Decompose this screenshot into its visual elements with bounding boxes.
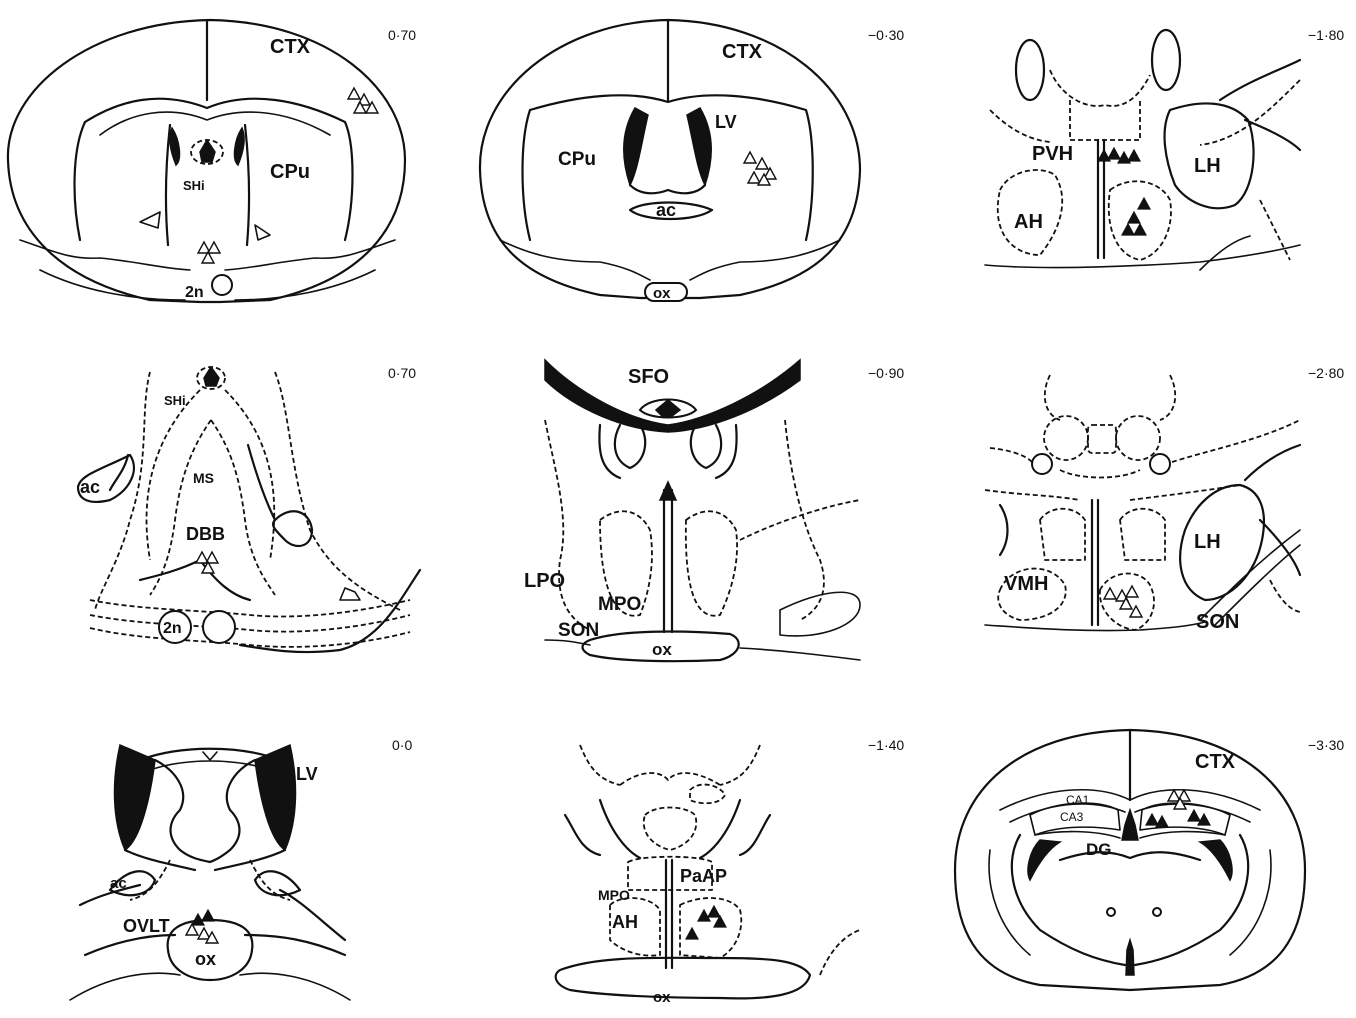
label-ox: ox [652,640,672,659]
label-ctx: CTX [722,41,763,63]
filled-triangles-pvh [1098,148,1140,163]
label-dg: DG [1086,840,1112,859]
label-ovlt: OVLT [123,916,170,936]
label-ca3: CA3 [1060,810,1084,824]
coordinate-label: 0·0 [392,737,412,753]
coordinate-label: −2·80 [1308,365,1344,381]
label-mpo: MPO [598,887,630,903]
open-triangles-ca1 [1168,790,1190,809]
label-ox: ox [653,285,671,302]
panel-minus-1-40-ah: PaAP MPO AH ox −1·40 [556,737,905,1006]
label-son: SON [558,620,599,641]
label-pvh: PVH [1032,143,1073,165]
label-shi: SHi [164,393,186,408]
open-triangles-cpu [744,152,776,185]
label-mpo: MPO [598,594,641,615]
panel-0-0-ovlt: LV ac OVLT ox 0·0 [70,737,412,1000]
label-ctx: CTX [1195,751,1236,773]
mixed-triangles-ovlt [186,910,218,943]
coordinate-label: −0·90 [868,365,904,381]
filled-triangles-lateral [1122,198,1150,235]
label-cpu: CPu [558,149,596,170]
panel-minus-3-30-hippocampus: CTX CA1 CA3 DG −3·30 [955,730,1344,990]
label-cpu: CPu [270,161,310,183]
panel-0-70-septum: SHi MS ac DBB 2n 0·70 [78,365,420,652]
open-triangles-dbb [196,552,218,573]
coordinate-label: −1·40 [868,737,904,753]
open-triangles-cortex [348,88,378,113]
label-sfo: SFO [628,366,669,388]
label-son: SON [1196,611,1239,633]
filled-triangles-hippocampus [1146,810,1210,827]
label-lh: LH [1194,531,1221,553]
label-ms: MS [193,470,214,486]
label-lpo: LPO [524,570,565,592]
label-ac: ac [656,200,676,220]
label-shi: SHi [183,178,205,193]
coordinate-label: −3·30 [1308,737,1344,753]
label-lh: LH [1194,155,1221,177]
coordinate-label: 0·70 [388,365,416,381]
label-ah: AH [612,912,638,932]
coordinate-label: −1·80 [1308,27,1344,43]
label-paap: PaAP [680,866,727,886]
label-ox: ox [653,989,671,1006]
label-ah: AH [1014,211,1043,233]
coordinate-label: 0·70 [388,27,416,43]
filled-triangles-ah [686,906,726,939]
label-lv: LV [296,764,318,784]
coordinate-label: −0·30 [868,27,904,43]
panel-minus-1-80-hypothalamus: PVH LH AH −1·80 [985,27,1344,270]
label-lv: LV [715,112,737,132]
label-dbb: DBB [186,524,225,544]
label-ox: ox [195,949,216,969]
panel-minus-2-80-vmh: LH VMH SON −2·80 [985,365,1344,633]
open-triangles-base [198,242,220,263]
label-ac: ac [80,477,100,497]
label-ca1: CA1 [1066,793,1090,807]
label-2n: 2n [185,284,204,301]
open-triangles-vmh [1104,586,1142,617]
label-vmh: VMH [1004,573,1048,595]
label-ctx: CTX [270,36,311,58]
panel-0-70-coronal: CTX CPu SHi 2n 0·70 [8,20,416,302]
label-2n: 2n [163,620,182,637]
label-ac: ac [110,875,127,892]
panel-minus-0-90-preoptic: SFO LPO MPO SON ox −0·90 [524,360,904,661]
panel-minus-0-30-coronal: CTX LV CPu ac ox −0·30 [480,20,904,302]
